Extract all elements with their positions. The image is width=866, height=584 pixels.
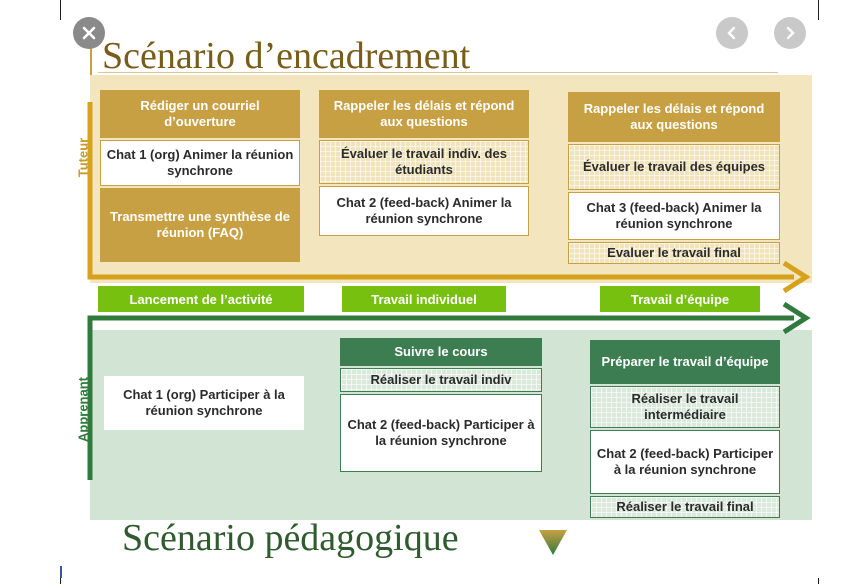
learner-col3-item-1: Préparer le travail d’équipe <box>590 340 780 384</box>
tutor-col1-item-2: Chat 1 (org) Animer la réunion synchrone <box>100 140 300 186</box>
phase-label-individual: Travail individuel <box>342 286 506 312</box>
learner-arrow <box>87 302 811 480</box>
learner-col2-item-3: Chat 2 (feed-back) Participer à la réuni… <box>340 394 542 472</box>
slide-title-top: Scénario d’encadrement <box>102 35 471 77</box>
triangle-down-icon <box>539 530 567 555</box>
slide-corner-mark <box>60 566 62 578</box>
next-button[interactable] <box>774 17 806 49</box>
tutor-arrow <box>87 102 811 294</box>
tutor-col1-item-3: Transmettre une synthèse de réunion (FAQ… <box>100 188 300 262</box>
learner-col3-item-2: Réaliser le travail intermédiaire <box>590 386 780 428</box>
slide-image: Scénario d’encadrement Tuteur Rédiger un… <box>60 20 819 578</box>
learner-col3-item-4: Réaliser le travail final <box>590 496 780 518</box>
tutor-col3-item-2: Évaluer le travail des équipes <box>568 144 780 190</box>
close-icon <box>82 26 96 40</box>
tutor-col3-item-3: Chat 3 (feed-back) Animer la réunion syn… <box>568 192 780 240</box>
chevron-left-icon <box>727 26 736 40</box>
phase-label-launch: Lancement de l’activité <box>98 286 304 312</box>
tutor-col1-item-1: Rédiger un courriel d’ouverture <box>100 90 300 138</box>
tutor-col2-item-2: Évaluer le travail indiv. des étudiants <box>319 140 529 184</box>
tutor-col2-item-3: Chat 2 (feed-back) Animer la réunion syn… <box>319 186 529 236</box>
tutor-col3-item-1: Rappeler les délais et répond aux questi… <box>568 92 780 142</box>
learner-col2-item-2: Réaliser le travail indiv <box>340 368 542 392</box>
learner-col2-item-1: Suivre le cours <box>340 338 542 366</box>
learner-col3-item-3: Chat 2 (feed-back) Participer à la réuni… <box>590 430 780 494</box>
tutor-col2-item-1: Rappeler les délais et répond aux questi… <box>319 90 529 138</box>
title-rule-vertical <box>90 46 92 76</box>
prev-button[interactable] <box>716 17 748 49</box>
learner-label: Apprenant <box>75 377 91 442</box>
phase-label-team: Travail d’équipe <box>600 286 760 312</box>
slide-title-bottom: Scénario pédagogique <box>122 517 459 559</box>
learner-col1-item-1: Chat 1 (org) Participer à la réunion syn… <box>104 376 304 430</box>
title-rule <box>98 72 778 73</box>
chevron-right-icon <box>786 26 795 40</box>
tutor-col3-item-4: Evaluer le travail final <box>568 242 780 264</box>
close-button[interactable] <box>73 17 105 49</box>
